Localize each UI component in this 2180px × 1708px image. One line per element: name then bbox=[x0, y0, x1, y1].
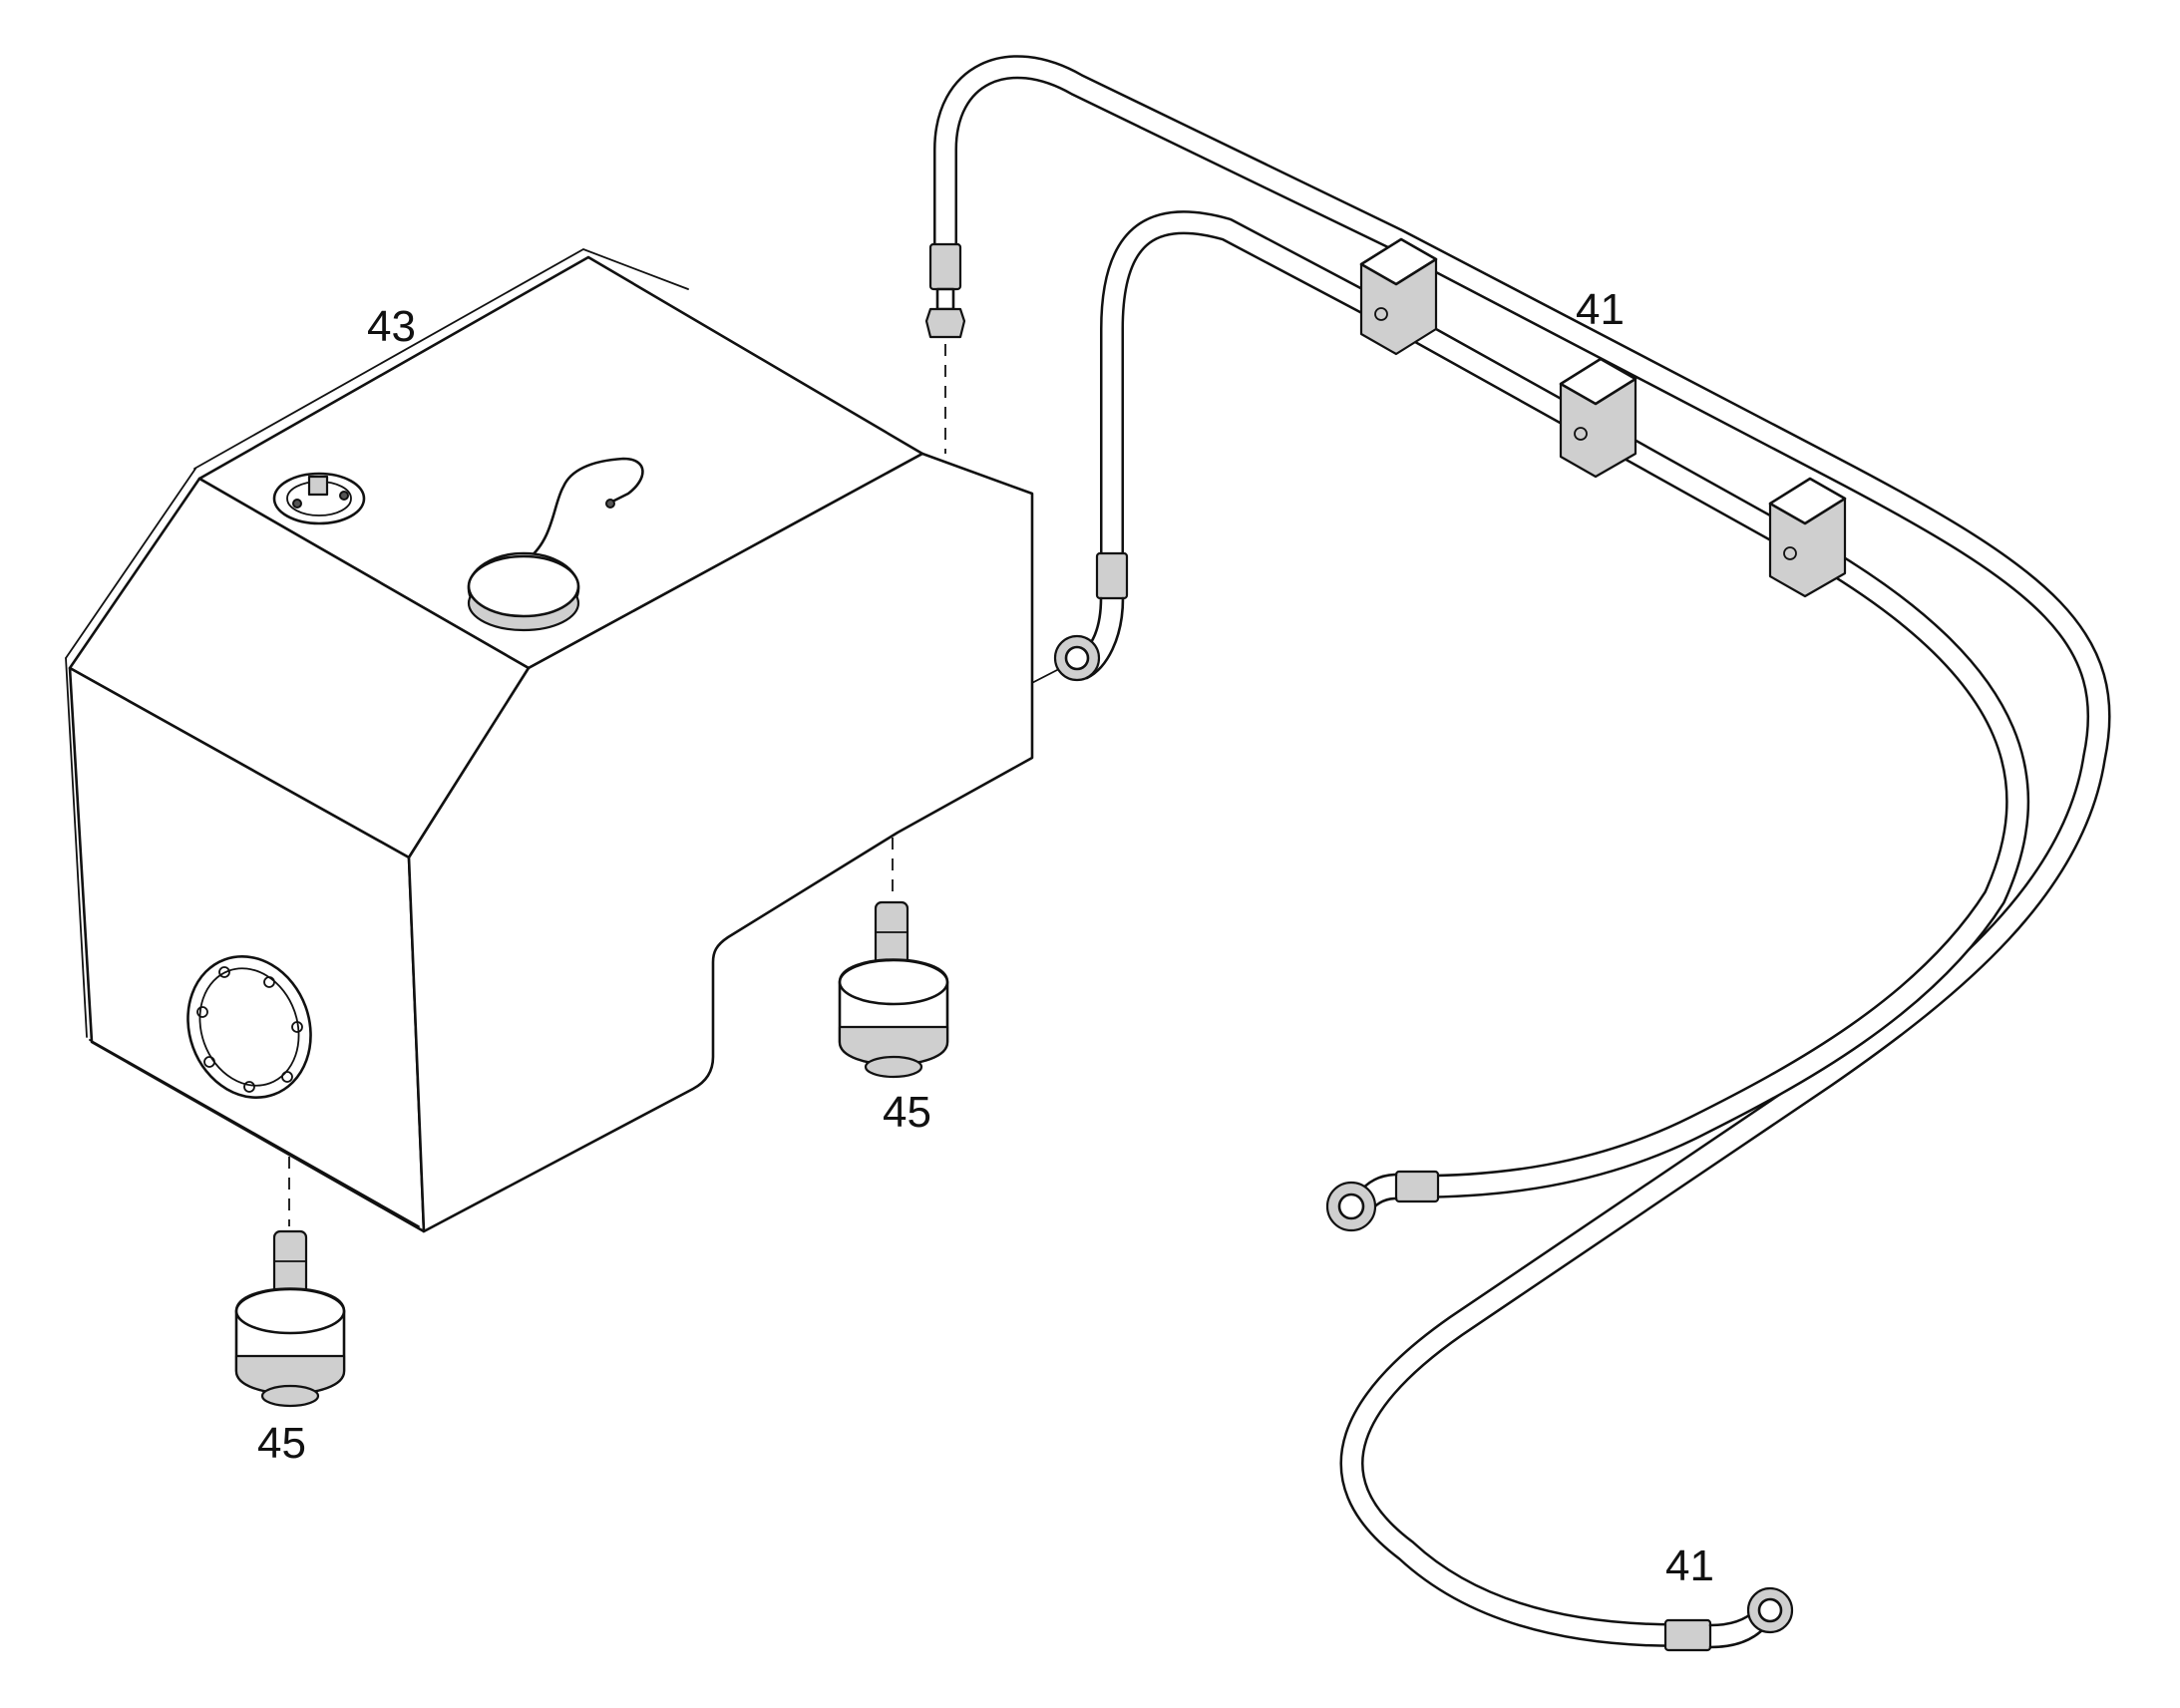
hose-b bbox=[1100, 210, 2030, 1198]
hose-clamp bbox=[1559, 357, 1637, 479]
callout-mount-right: 45 bbox=[883, 1088, 931, 1137]
rubber-mount bbox=[234, 1229, 346, 1408]
callout-hose-upper: 41 bbox=[1576, 285, 1625, 334]
hose-a bbox=[933, 55, 2111, 1647]
callout-hose-lower: 41 bbox=[1665, 1541, 1714, 1590]
tank-inspection-port bbox=[186, 954, 312, 1100]
tank-right-face bbox=[407, 452, 1034, 1233]
tank bbox=[65, 248, 1034, 1233]
hose-elbow-fitting bbox=[1663, 1586, 1794, 1652]
hose-clamp bbox=[1768, 477, 1847, 598]
rubber-mount bbox=[838, 900, 949, 1079]
filler-cap bbox=[467, 457, 644, 632]
callout-tank: 43 bbox=[367, 302, 416, 351]
tank-sender-flange bbox=[272, 472, 366, 525]
callout-mount-left: 45 bbox=[257, 1419, 306, 1468]
hose-elbow-fitting bbox=[1325, 1170, 1440, 1232]
hose-end-fitting bbox=[924, 242, 966, 454]
hose-clamp bbox=[1359, 237, 1438, 356]
hose-assembly bbox=[924, 55, 2111, 1652]
hose-elbow-fitting bbox=[1021, 551, 1129, 689]
